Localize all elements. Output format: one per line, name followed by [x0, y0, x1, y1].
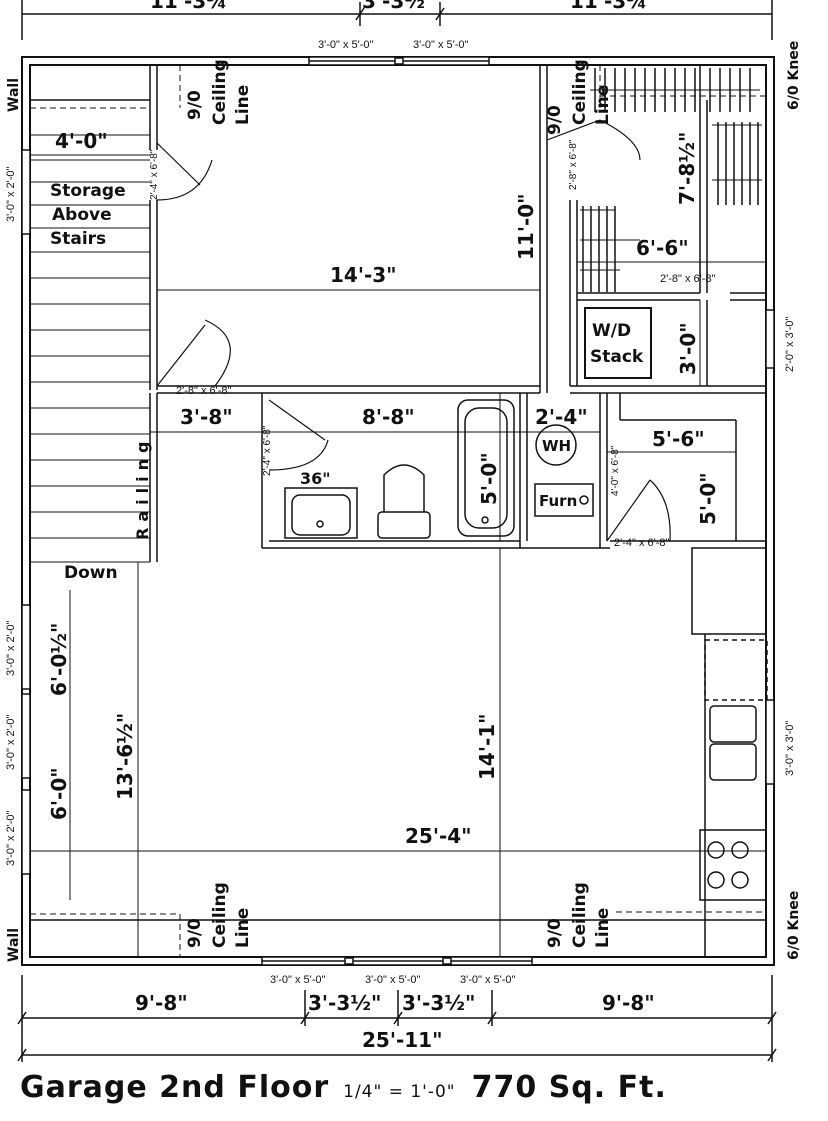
window-label-left-1: 3'-0" x 2'-0" — [5, 166, 17, 222]
window-label-left-2: 3'-0" x 2'-0" — [5, 620, 17, 676]
top-dimension-string — [21, 0, 773, 40]
dim-top-left: 11'-3¾ — [150, 0, 227, 13]
dim-window-span-b: 6'-0" — [47, 767, 71, 820]
title-scale: 1/4" = 1'-0" — [343, 1082, 456, 1102]
label-railing: Railing — [133, 436, 152, 540]
ceiling-label-br-2: Ceiling — [570, 882, 590, 948]
door-label-bath: 2'-4" x 6'-8" — [262, 425, 273, 476]
door-label-kitchen: 2'-4" x 6'-8" — [614, 537, 670, 549]
dim-window-span-a: 6'-0½" — [47, 623, 71, 696]
wall-label-bottom: Wall — [6, 928, 22, 962]
door-swings — [156, 119, 671, 542]
ceiling-label-tl-1: 9/0 — [185, 90, 205, 120]
window-label-left-3: 3'-0" x 2'-0" — [5, 714, 17, 770]
ceiling-label-tr-2: Ceiling — [570, 59, 590, 125]
stair-treads — [30, 134, 150, 563]
label-wd-2: Stack — [590, 347, 644, 367]
window-label-top-2: 3'-0" x 5'-0" — [413, 39, 469, 51]
window-label-right-1: 2'-0" x 3'-0" — [784, 316, 796, 372]
door-label-storage: 2'-4" x 6'-8" — [149, 149, 160, 200]
dim-laundry-height: 3'-0" — [676, 322, 700, 375]
dim-bottom-left: 9'-8" — [135, 991, 188, 1015]
dim-main-width: 25'-4" — [405, 824, 472, 848]
dim-overall-width: 25'-11" — [362, 1028, 443, 1052]
dim-bottom-mid1: 3'-3½" — [308, 991, 381, 1015]
knee-wall-lines — [30, 65, 766, 957]
dim-kitchen-nook: 5'-6" — [652, 427, 705, 451]
dim-bottom-right: 9'-8" — [602, 991, 655, 1015]
dim-top-mid: 3'-3½ — [362, 0, 425, 13]
dim-mech-width: 2'-4" — [535, 405, 588, 429]
mechanical — [534, 424, 594, 517]
dim-bedroom-height: 11'-0" — [514, 193, 538, 260]
wall-label-top: Wall — [6, 78, 22, 112]
washer-dryer-stack — [584, 307, 652, 379]
dim-tub-length: 5'-0" — [477, 452, 501, 505]
ceiling-label-br-3: Line — [593, 908, 613, 948]
door-label-bedroom: 2'-8" x 6'-8" — [568, 139, 579, 190]
bottom-dimension-string — [17, 975, 777, 1062]
bathroom-fixtures — [284, 399, 515, 539]
ceiling-label-bl-2: Ceiling — [210, 882, 230, 948]
door-label-stair: 2'-8" x 6'-8" — [176, 385, 232, 397]
dim-main-height: 14'-1" — [475, 713, 499, 780]
right-windows — [765, 309, 775, 785]
ceiling-label-tr-3: Line — [593, 85, 613, 125]
dim-bath-width: 8'-8" — [362, 405, 415, 429]
dim-top-right: 11'-3¾ — [570, 0, 647, 13]
ceiling-label-tl-3: Line — [233, 85, 253, 125]
dim-storage-width: 4'-0" — [55, 129, 108, 153]
label-down: Down — [64, 563, 118, 583]
interior-dimension-lines — [30, 65, 766, 957]
ceiling-label-br-1: 9/0 — [545, 918, 565, 948]
dim-stair-hall: 14'-3" — [330, 263, 397, 287]
window-label-bottom-3: 3'-0" x 5'-0" — [460, 974, 516, 986]
closet-hangers — [582, 68, 759, 292]
dim-closet-depth: 7'-8½" — [675, 132, 699, 205]
knee-label-top: 6/0 Knee — [786, 41, 802, 110]
dim-closet-width: 6'-6" — [636, 236, 689, 260]
title-text: Garage 2nd Floor — [20, 1070, 330, 1105]
knee-wall-solid — [30, 99, 766, 921]
ceiling-label-bl-1: 9/0 — [185, 918, 205, 948]
knee-label-bottom: 6/0 Knee — [786, 891, 802, 960]
door-label-laundry: 2'-8" x 6'-8" — [660, 273, 716, 285]
left-windows — [21, 149, 31, 875]
dim-bottom-mid2: 3'-3½" — [402, 991, 475, 1015]
dim-kitchen-nook-height: 5'-0" — [696, 472, 720, 525]
label-wd-1: W/D — [592, 321, 631, 341]
label-furn: Furn — [539, 492, 577, 510]
window-label-right-2: 3'-0" x 3'-0" — [784, 720, 796, 776]
dim-left-height: 13'-6½" — [113, 713, 137, 800]
kitchen-counter — [691, 547, 768, 957]
ceiling-label-tl-2: Ceiling — [210, 59, 230, 125]
window-label-left-4: 3'-0" x 2'-0" — [5, 810, 17, 866]
drawing-title: Garage 2nd Floor 1/4" = 1'-0" 770 Sq. Ft. — [20, 1070, 667, 1105]
door-label-mech: 4'-0" x 6'-8" — [610, 445, 621, 496]
bottom-window — [261, 956, 533, 966]
label-storage-1: Storage — [50, 181, 126, 201]
label-storage-2: Above — [52, 205, 112, 225]
window-label-bottom-1: 3'-0" x 5'-0" — [270, 974, 326, 986]
dim-hall-width: 3'-8" — [180, 405, 233, 429]
dim-vanity: 36" — [300, 469, 331, 488]
window-label-top-1: 3'-0" x 5'-0" — [318, 39, 374, 51]
title-area: 770 Sq. Ft. — [471, 1070, 667, 1105]
window-label-bottom-2: 3'-0" x 5'-0" — [365, 974, 421, 986]
ceiling-label-bl-3: Line — [233, 908, 253, 948]
label-storage-3: Stairs — [50, 229, 106, 249]
ceiling-label-tr-1: 9/0 — [545, 105, 565, 135]
top-window — [308, 56, 490, 66]
label-wh: WH — [542, 437, 571, 455]
